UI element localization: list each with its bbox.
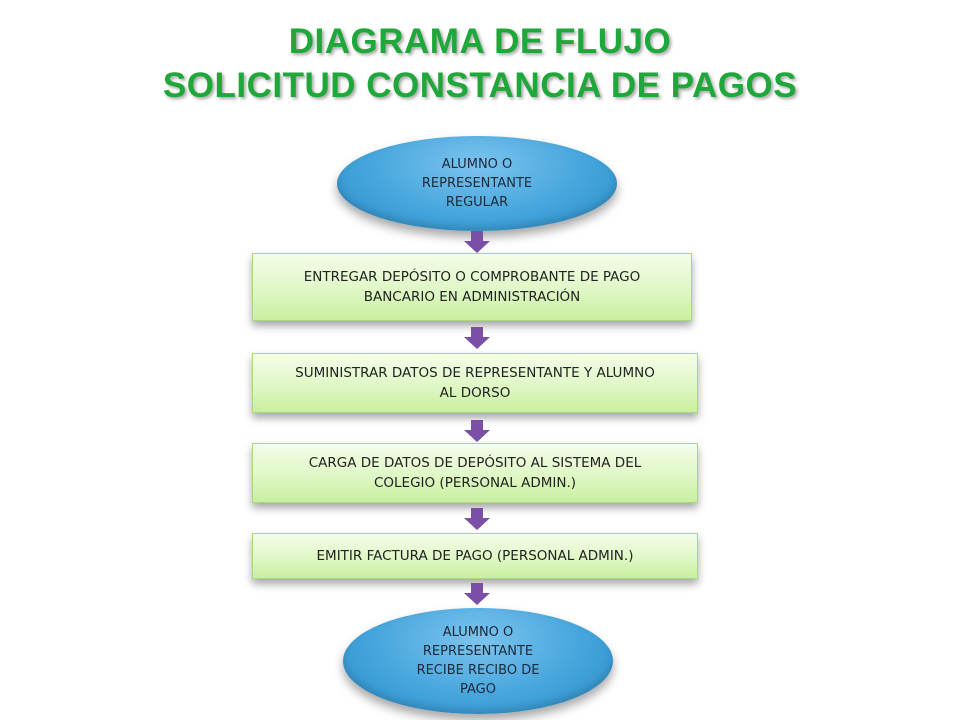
step-deliver-deposit-label: ENTREGAR DEPÓSITO O COMPROBANTE DE PAGO … [303,269,641,305]
step-load-data: CARGA DE DATOS DE DEPÓSITO AL SISTEMA DE… [252,443,698,503]
flow-arrow-4 [464,508,490,530]
flow-arrow-3 [464,420,490,442]
start-node-label: ALUMNO O REPRESENTANTE REGULAR [421,157,533,210]
step-supply-data: SUMINISTRAR DATOS DE REPRESENTANTE Y ALU… [252,353,698,413]
start-node: ALUMNO O REPRESENTANTE REGULAR [337,136,617,231]
diagram-title: DIAGRAMA DE FLUJO SOLICITUD CONSTANCIA D… [0,20,960,108]
end-node: ALUMNO O REPRESENTANTE RECIBE RECIBO DE … [343,608,613,714]
flow-arrow-2 [464,327,490,349]
step-issue-invoice: EMITIR FACTURA DE PAGO (PERSONAL ADMIN.) [252,533,698,579]
end-node-label: ALUMNO O REPRESENTANTE RECIBE RECIBO DE … [416,625,540,697]
flow-arrow-1 [464,231,490,253]
step-load-data-label: CARGA DE DATOS DE DEPÓSITO AL SISTEMA DE… [308,455,642,491]
step-issue-invoice-label: EMITIR FACTURA DE PAGO (PERSONAL ADMIN.) [316,548,634,564]
step-supply-data-label: SUMINISTRAR DATOS DE REPRESENTANTE Y ALU… [295,365,655,401]
flow-arrow-5 [464,583,490,605]
title-line-2: SOLICITUD CONSTANCIA DE PAGOS [162,66,798,105]
step-deliver-deposit: ENTREGAR DEPÓSITO O COMPROBANTE DE PAGO … [252,253,692,321]
title-line-1: DIAGRAMA DE FLUJO [288,22,672,61]
